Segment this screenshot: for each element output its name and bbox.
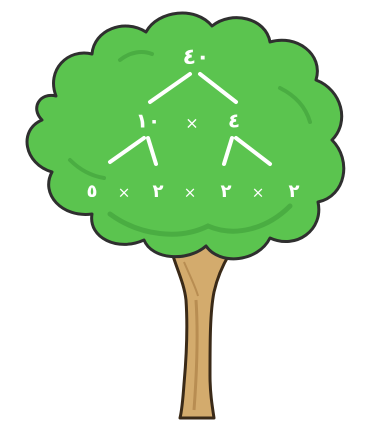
tree-trunk — [170, 244, 236, 418]
root-number: ٤٠ — [183, 45, 210, 70]
level2-multiply-sign-1: × — [118, 184, 131, 202]
level2-number-1: ٥ — [87, 181, 98, 202]
level2-multiply-sign-2: × — [184, 184, 197, 202]
level2-number-2: ٢ — [153, 181, 164, 202]
level1-right-number: ٤ — [228, 109, 240, 133]
level1-left-number: ١٠ — [136, 109, 160, 133]
level2-number-4: ٢ — [289, 181, 300, 202]
level1-multiply-sign: × — [185, 114, 198, 133]
level2-multiply-sign-3: × — [252, 184, 265, 202]
level2-number-3: ٢ — [221, 181, 232, 202]
